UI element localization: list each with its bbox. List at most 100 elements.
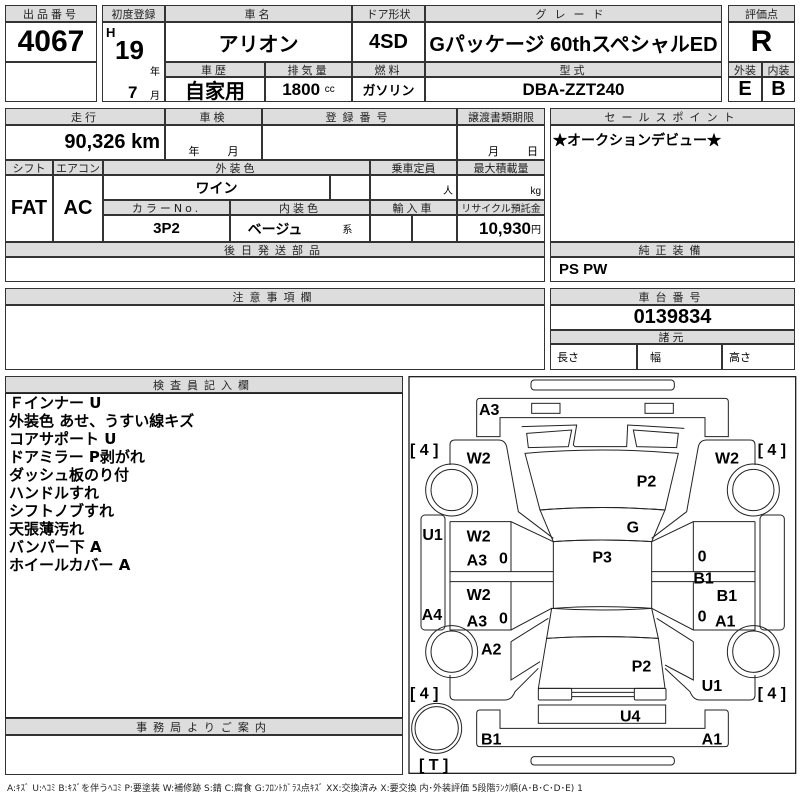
- later-parts: [5, 257, 545, 282]
- shift: FAT: [5, 175, 53, 242]
- front-left-fender: [449, 439, 554, 539]
- int-color: ベージュ 系: [230, 215, 370, 242]
- rear-right-quarter: [656, 617, 756, 701]
- mark-rr-door: A1: [715, 614, 736, 631]
- mark-rr-quarter: U1: [702, 678, 723, 695]
- sales-point: ★オークションデビュー★: [550, 125, 795, 242]
- mark-l-rocker-rear: A4: [422, 607, 443, 624]
- import-a: [370, 215, 412, 242]
- front-bumper: [476, 397, 729, 438]
- mark-fl-fender: W2: [467, 450, 491, 467]
- left-rocker: [420, 514, 446, 631]
- grade: Gパッケージ 60thスペシャルED: [425, 22, 722, 62]
- era: H: [106, 25, 116, 40]
- reg-no-label: 登録番号: [262, 108, 457, 125]
- int-color-value: ベージュ: [247, 220, 303, 237]
- note: シフトノブすれ: [9, 502, 115, 520]
- transfer-month-unit: 月: [488, 146, 499, 158]
- int-score-label: 内装: [762, 62, 795, 77]
- width: 幅: [637, 344, 722, 370]
- note: バンパー下 A: [9, 538, 102, 556]
- grille-vents: [526, 429, 679, 449]
- caution-label: 注意事項欄: [5, 288, 545, 305]
- mileage-label: 走行: [5, 108, 165, 125]
- right-rocker: [759, 514, 785, 631]
- rear-window: [546, 607, 659, 639]
- history-label: 車歴: [165, 62, 265, 77]
- rear-left-quarter: [449, 617, 549, 701]
- height: 高さ: [722, 344, 795, 370]
- mark-rr-door: B1: [717, 588, 738, 605]
- front-bumper-strip: [530, 379, 675, 391]
- lot-label: 出品番号: [5, 5, 97, 22]
- reg-no: [262, 125, 457, 160]
- taillight-right: [633, 687, 667, 701]
- mileage: 90,326 km: [5, 125, 165, 160]
- taillight-left: [537, 687, 573, 701]
- mark-windshield: G: [627, 519, 639, 536]
- int-color-suffix: 系: [342, 225, 353, 236]
- diagram-border: [408, 376, 797, 774]
- office-label: 事務局よりご案内: [5, 718, 403, 735]
- rear-bumper: [476, 709, 729, 748]
- note: ハンドルすれ: [9, 484, 100, 502]
- spare-tire: [411, 702, 463, 754]
- score: R: [728, 22, 795, 62]
- later-parts-label: 後日発送部品: [5, 242, 545, 257]
- chassis-label: 車台番号: [550, 288, 795, 305]
- history: 自家用: [165, 77, 265, 102]
- mark-rl-door: W2: [467, 587, 491, 604]
- model: DBA-ZZT240: [425, 77, 722, 102]
- recycle-label: リサイクル預託金: [457, 200, 545, 215]
- wheel-rr: [726, 625, 780, 679]
- tire-rl-tread: [ 4 ]: [410, 685, 438, 702]
- mark-rr-strip: B1: [693, 570, 714, 587]
- headlight-right: [644, 402, 674, 414]
- mark-l-rocker-front: U1: [422, 527, 443, 544]
- svg-text:0: 0: [499, 610, 508, 627]
- tire-fr-tread: [ 4 ]: [758, 442, 786, 459]
- ac: AC: [53, 175, 103, 242]
- mark-fl-door: W2: [467, 529, 491, 546]
- inspection: 年月: [165, 125, 262, 160]
- max-load-label: 最大積載量: [457, 160, 545, 175]
- displacement-unit: cc: [324, 84, 335, 95]
- mark-fr-fender: W2: [715, 450, 739, 467]
- inspector-label: 検査員記入欄: [5, 376, 403, 393]
- length: 長さ: [550, 344, 637, 370]
- transfer-day-unit: 日: [527, 146, 538, 158]
- windshield: [539, 507, 666, 543]
- mark-rl-door: A3: [467, 614, 488, 631]
- year-unit: 年: [150, 67, 160, 78]
- mark-hood: P2: [637, 474, 657, 491]
- color-no: 3P2: [103, 215, 230, 242]
- sales-point-label: セールスポイント: [550, 108, 795, 125]
- legend: A:ｷｽﾞ U:ﾍｺﾐ B:ｷｽﾞを伴うﾍｺﾐ P:要塗装 W:補修跡 S:錆 …: [7, 784, 583, 794]
- wheel-rl: [425, 625, 479, 679]
- mark-rl-quarter: A2: [481, 641, 502, 658]
- svg-text:0: 0: [698, 549, 707, 566]
- rear-bumper-strip: [530, 756, 675, 766]
- ext-color: ワイン: [103, 175, 330, 200]
- shift-label: シフト: [5, 160, 53, 175]
- grade-label: グレード: [425, 5, 722, 22]
- caution: [5, 305, 545, 370]
- capacity-label: 乗車定員: [370, 160, 457, 175]
- displacement-label: 排気量: [265, 62, 352, 77]
- note: ドアミラー P剥がれ: [9, 448, 145, 466]
- ac-label: エアコン: [53, 160, 103, 175]
- lot-number: 4067: [5, 22, 97, 62]
- mark-front-bumper: A3: [479, 402, 500, 419]
- note: Ｆインナー U: [9, 394, 102, 412]
- inspector-notes-box: [5, 393, 403, 718]
- insp-year-unit: 年: [188, 146, 200, 158]
- int-color-label: 内装色: [230, 200, 370, 215]
- inspection-label: 車検: [165, 108, 262, 125]
- fuel: ガソリン: [352, 77, 425, 102]
- wheel-fl: [425, 463, 479, 517]
- equipment: PS PW: [550, 257, 795, 282]
- ext-color-label: 外装色: [103, 160, 370, 175]
- fuel-label: 燃料: [352, 62, 425, 77]
- first-reg-value: H 19 年 7 月: [102, 22, 165, 102]
- wheel-fr: [726, 463, 780, 517]
